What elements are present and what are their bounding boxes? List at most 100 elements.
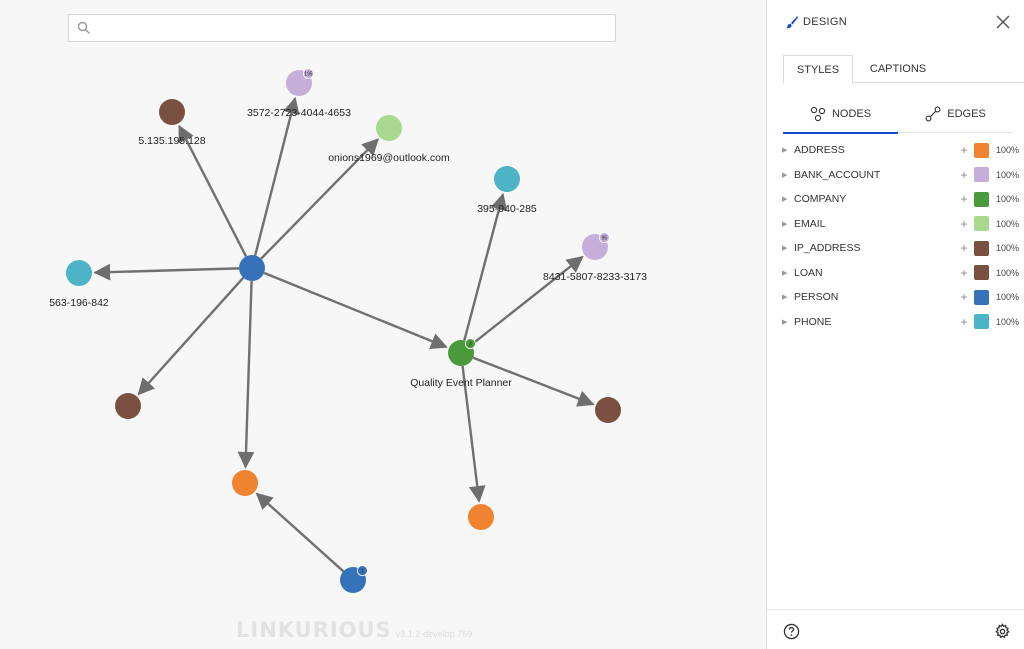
color-swatch[interactable]	[974, 240, 989, 256]
graph-node[interactable]: 5.135.195.128	[138, 99, 206, 147]
panel-title: DESIGN	[803, 16, 847, 28]
expand-caret-icon[interactable]: ▶	[782, 196, 788, 204]
expand-caret-icon[interactable]: ▶	[782, 318, 788, 326]
node-circle[interactable]	[66, 260, 92, 286]
node-label: 8431-5807-8233-3173	[543, 271, 647, 283]
graph-edge[interactable]	[260, 138, 379, 260]
node-type-row-loan[interactable]: ▶LOAN+100%	[782, 261, 1019, 286]
opacity-value: 100%	[995, 145, 1019, 156]
color-swatch[interactable]	[974, 167, 989, 183]
search-input[interactable]	[97, 17, 607, 39]
node-circle[interactable]	[159, 99, 185, 125]
subtab-edges[interactable]: EDGES	[898, 95, 1013, 133]
node-badge	[598, 232, 610, 244]
color-swatch[interactable]	[974, 314, 989, 330]
graph-node[interactable]	[239, 255, 265, 281]
add-style-icon[interactable]: +	[960, 143, 968, 158]
node-type-row-address[interactable]: ▶ADDRESS+100%	[782, 138, 1019, 163]
graph-edge[interactable]	[263, 271, 448, 350]
search-icon	[77, 21, 90, 34]
graph-node[interactable]	[232, 470, 258, 496]
graph-node[interactable]: 95 8431-5807-8233-3173	[543, 232, 647, 283]
node-circle[interactable]	[239, 255, 265, 281]
graph-edge[interactable]	[254, 96, 300, 256]
add-style-icon[interactable]: +	[960, 192, 968, 207]
node-badge-count: 95	[602, 235, 608, 241]
add-style-icon[interactable]: +	[960, 314, 968, 329]
node-circle[interactable]	[115, 393, 141, 419]
opacity-value: 100%	[995, 218, 1019, 229]
node-label: 5.135.195.128	[138, 135, 205, 147]
add-style-icon[interactable]: +	[960, 167, 968, 182]
graph-svg[interactable]: 5.135.195.1281953572-2723-4044-4653onion…	[0, 0, 766, 649]
node-type-row-person[interactable]: ▶PERSON+100%	[782, 285, 1019, 310]
graph-node[interactable]: 563-196-842	[49, 260, 109, 309]
expand-caret-icon[interactable]: ▶	[782, 171, 788, 179]
node-circle[interactable]	[595, 397, 621, 423]
design-panel: DESIGN STYLES CAPTIONS NODES EDGES	[766, 0, 1024, 649]
color-swatch[interactable]	[974, 191, 989, 207]
panel-tabs: STYLES CAPTIONS	[783, 55, 1024, 84]
add-style-icon[interactable]: +	[960, 216, 968, 231]
node-type-row-bank-account[interactable]: ▶BANK_ACCOUNT+100%	[782, 163, 1019, 188]
color-swatch[interactable]	[974, 142, 989, 158]
expand-caret-icon[interactable]: ▶	[782, 245, 788, 253]
graph-edge[interactable]	[472, 356, 595, 407]
node-circle[interactable]	[376, 115, 402, 141]
node-type-row-email[interactable]: ▶ EMAIL +100%	[782, 212, 1019, 237]
graph-edge[interactable]	[93, 263, 240, 281]
close-icon[interactable]	[995, 14, 1011, 30]
node-type-name: LOAN	[794, 266, 823, 279]
expand-caret-icon[interactable]: ▶	[782, 269, 788, 277]
graph-edge[interactable]	[237, 280, 255, 469]
graph-node[interactable]: 1	[340, 565, 368, 593]
node-circle[interactable]	[232, 470, 258, 496]
graph-edge[interactable]	[178, 124, 248, 257]
node-label: 3572-2723-4044-4653	[247, 107, 351, 119]
add-style-icon[interactable]: +	[960, 265, 968, 280]
help-icon[interactable]	[783, 623, 800, 640]
node-circle[interactable]	[494, 166, 520, 192]
node-badge	[356, 565, 368, 577]
graph-node[interactable]: onions1969@outlook.com	[328, 115, 450, 164]
add-style-icon[interactable]: +	[960, 290, 968, 305]
node-type-row-ip-address[interactable]: ▶IP_ADDRESS+100%	[782, 236, 1019, 261]
style-subtabs: NODES EDGES	[783, 95, 1013, 134]
graph-node[interactable]	[468, 504, 494, 530]
tab-styles[interactable]: STYLES	[783, 55, 853, 84]
edges-layer	[93, 96, 595, 573]
tab-captions[interactable]: CAPTIONS	[869, 63, 927, 75]
subtab-nodes[interactable]: NODES	[783, 95, 898, 134]
expand-caret-icon[interactable]: ▶	[782, 147, 788, 155]
node-badge	[302, 68, 314, 80]
node-type-row-phone[interactable]: ▶PHONE+100%	[782, 310, 1019, 335]
graph-node[interactable]	[115, 393, 141, 419]
expand-caret-icon[interactable]: ▶	[782, 220, 788, 228]
graph-edge[interactable]	[255, 492, 345, 573]
color-swatch[interactable]	[974, 289, 989, 305]
graph-edge[interactable]	[461, 365, 486, 503]
node-circle[interactable]	[468, 504, 494, 530]
gear-icon[interactable]	[994, 623, 1011, 640]
color-swatch[interactable]	[974, 265, 989, 281]
node-badge-count: 1	[361, 568, 364, 574]
node-type-name: EMAIL	[794, 217, 826, 230]
add-style-icon[interactable]: +	[960, 241, 968, 256]
graph-node[interactable]: 395-940-285	[477, 166, 537, 215]
graph-edge[interactable]	[137, 276, 245, 396]
watermark-brand: LINKURIOUS	[236, 618, 392, 642]
search-bar[interactable]	[68, 14, 616, 42]
subtab-nodes-label: NODES	[831, 108, 872, 120]
graph-edge[interactable]	[463, 192, 508, 341]
node-type-row-company[interactable]: ▶COMPANY+100%	[782, 187, 1019, 212]
opacity-value: 100%	[995, 169, 1019, 180]
color-swatch[interactable]	[974, 216, 989, 232]
expand-caret-icon[interactable]: ▶	[782, 294, 788, 302]
graph-edge[interactable]	[470, 255, 584, 346]
node-type-name: PHONE	[794, 315, 832, 328]
graph-node[interactable]	[595, 397, 621, 423]
node-label: onions1969@outlook.com	[328, 152, 450, 164]
